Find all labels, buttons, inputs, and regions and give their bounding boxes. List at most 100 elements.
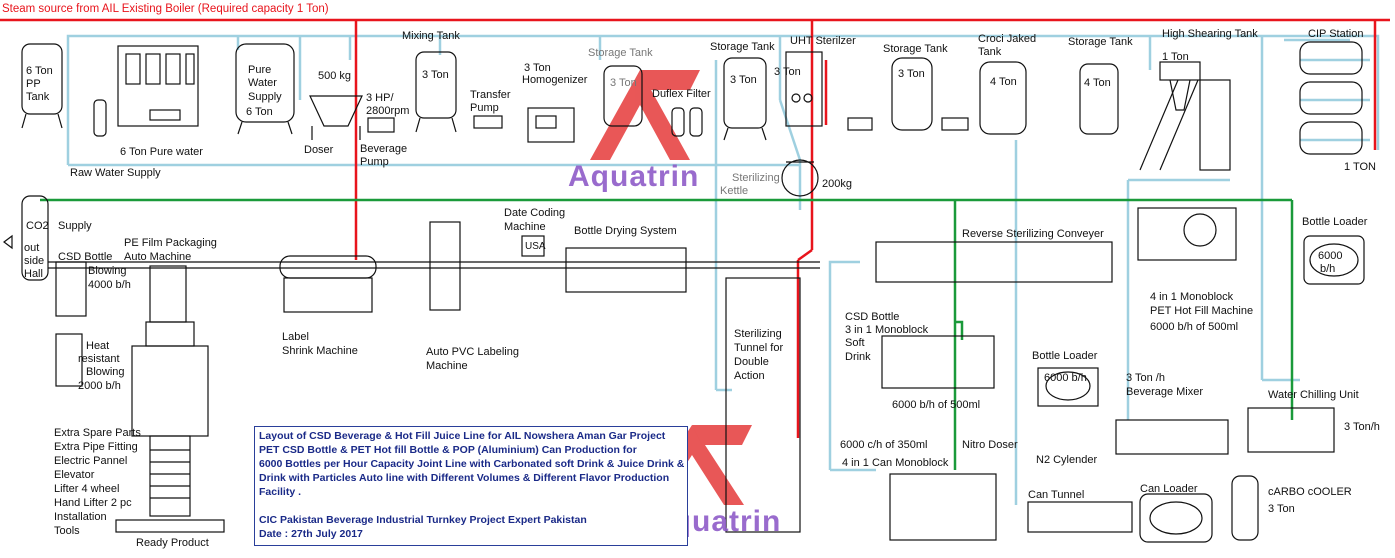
uht-label: UHT Sterilzer: [790, 35, 856, 47]
co2-pipes: [40, 198, 1294, 470]
steam-source-label: Steam source from AIL Existing Boiler (R…: [2, 3, 329, 15]
heat-resist-3: Blowing: [86, 366, 125, 378]
beverage-pump-2: Pump: [360, 156, 389, 168]
tunnel-label-4: Action: [734, 370, 765, 382]
high-shearing-label: High Shearing Tank: [1162, 28, 1258, 40]
info-line-7: Date : 27th July 2017: [259, 528, 363, 540]
carbo-cooler-1: cARBO cOOLER: [1268, 486, 1352, 498]
storage-tank-a-label: Storage Tank: [588, 47, 653, 59]
storage-tank-d-label: Storage Tank: [1068, 36, 1133, 48]
spare-6: Installation: [54, 511, 107, 523]
pure-water-supply-2: Water: [248, 77, 277, 89]
watermark-logo-top: [590, 70, 700, 160]
pe-film-2: Auto Machine: [124, 251, 192, 263]
mono-hot-3: 6000 b/h of 500ml: [1150, 321, 1239, 333]
spare-5: Hand Lifter 2 pc: [54, 497, 132, 509]
steam-pipes: [0, 18, 1390, 438]
storage-tank-b-label: Storage Tank: [710, 41, 775, 53]
co2-label: CO2: [26, 220, 49, 232]
transfer-pump-2: Pump: [470, 102, 499, 114]
can-tunnel-label: Can Tunnel: [1028, 489, 1085, 501]
outside-hall-1: out: [24, 242, 40, 254]
bottle-loader-a-qty-1: 6000: [1318, 250, 1343, 262]
beverage-pump-1: Beverage: [360, 143, 408, 155]
storage-a-qty: 3 Ton: [610, 77, 637, 89]
tunnel-label-1: Sterilizing: [734, 328, 782, 340]
csd-mono-1: CSD Bottle: [845, 311, 900, 323]
tunnel-label-2: Tunnel for: [734, 342, 784, 354]
can-mono-1: 6000 c/h of 350ml: [840, 439, 928, 451]
hp-label-1: 3 HP/: [366, 92, 394, 104]
csd-blowing-1: CSD Bottle: [58, 251, 113, 263]
hp-label-2: 2800rpm: [366, 105, 410, 117]
mono-hot-2: PET Hot Fill Machine: [1150, 305, 1254, 317]
spare-4: Lifter 4 wheel: [54, 483, 120, 495]
csd-blowing-2: Blowing: [88, 265, 127, 277]
tunnel-label-3: Double: [734, 356, 769, 368]
bev-mixer-2: Beverage Mixer: [1126, 386, 1204, 398]
kettle-label-2: Kettle: [720, 185, 749, 197]
uht-qty: 3 Ton: [774, 66, 801, 78]
csd-mono-2: 3 in 1 Monoblock: [845, 324, 929, 336]
duflex-filter-label: Duflex Filter: [652, 88, 711, 100]
co2-supply-label: Supply: [58, 220, 92, 232]
pure-water-supply-3: Supply: [248, 91, 282, 103]
pvc-labeling-1: Auto PVC Labeling: [426, 346, 519, 358]
pe-film-1: PE Film Packaging: [124, 237, 217, 249]
croci-label-2: Tank: [978, 46, 1002, 58]
csd-blowing-3: 4000 b/h: [88, 279, 131, 291]
croci-label-1: Croci Jaked: [978, 33, 1037, 45]
equipment: [3, 41, 1365, 543]
homogenizer-2: Homogenizer: [522, 74, 588, 86]
croci-qty: 4 Ton: [990, 76, 1017, 88]
doser-label: Doser: [304, 144, 334, 156]
kettle-qty: 200kg: [822, 178, 852, 190]
spare-1: Extra Pipe Fitting: [54, 441, 138, 453]
date-coding-2: Machine: [504, 221, 546, 233]
reverse-conveyer-label: Reverse Sterilizing Conveyer: [962, 228, 1104, 240]
label-shrink-1: Label: [282, 331, 309, 343]
storage-c-qty: 3 Ton: [898, 68, 925, 80]
bottle-loader-b-label: Bottle Loader: [1032, 350, 1098, 362]
ready-product-label: Ready Product: [136, 537, 209, 549]
date-coding-1: Date Coding: [504, 207, 566, 219]
cip-qty: 1 TON: [1344, 161, 1376, 173]
info-line-5: Facility .: [259, 486, 302, 498]
storage-d-qty: 4 Ton: [1084, 77, 1111, 89]
pure-water-supply-1: Pure: [248, 64, 272, 76]
outside-hall-2: side: [24, 255, 45, 267]
spare-3: Elevator: [54, 469, 95, 481]
heat-resist-2: resistant: [78, 353, 120, 365]
mono-hot-1: 4 in 1 Monoblock: [1150, 291, 1234, 303]
info-line-6: CIC Pakistan Beverage Industrial Turnkey…: [259, 514, 587, 526]
carbo-cooler-2: 3 Ton: [1268, 503, 1295, 515]
pvc-labeling-2: Machine: [426, 360, 468, 372]
bottle-loader-a-label: Bottle Loader: [1302, 216, 1368, 228]
bottle-loader-b-qty: 6000 b/h: [1044, 372, 1087, 384]
csd-mono-5: 6000 b/h of 500ml: [892, 399, 981, 411]
label-shrink-2: Shrink Machine: [282, 345, 358, 357]
n2-cylinder-label: N2 Cylender: [1036, 454, 1098, 466]
kettle-label-1: Sterilizing: [732, 172, 780, 184]
storage-b-qty: 3 Ton: [730, 74, 757, 86]
usa-label: USA: [525, 241, 546, 252]
mixing-tank-label: Mixing Tank: [402, 30, 460, 42]
bev-mixer-1: 3 Ton /h: [1126, 372, 1165, 384]
storage-tank-c-label: Storage Tank: [883, 43, 948, 55]
chilling-qty: 3 Ton/h: [1344, 421, 1380, 433]
pp-tank-label: 6 Ton PP Tank: [26, 65, 53, 103]
high-shearing-qty: 1 Ton: [1162, 51, 1189, 63]
heat-resist-4: 2000 b/h: [78, 380, 121, 392]
heat-resist-1: Heat: [86, 340, 110, 352]
info-line-2: PET CSD Bottle & PET Hot fill Bottle & P…: [259, 444, 637, 456]
transfer-pump-1: Transfer: [470, 89, 511, 101]
homogenizer-1: 3 Ton: [524, 62, 551, 74]
info-line-1: Layout of CSD Beverage & Hot Fill Juice …: [259, 430, 666, 442]
raw-water-label: Raw Water Supply: [70, 167, 161, 179]
csd-mono-4: Drink: [845, 351, 871, 363]
chilling-label: Water Chilling Unit: [1268, 389, 1359, 401]
water-pipes: [66, 34, 1380, 505]
pure-water-supply-4: 6 Ton: [246, 106, 273, 118]
mixing-qty: 3 Ton: [422, 69, 449, 81]
